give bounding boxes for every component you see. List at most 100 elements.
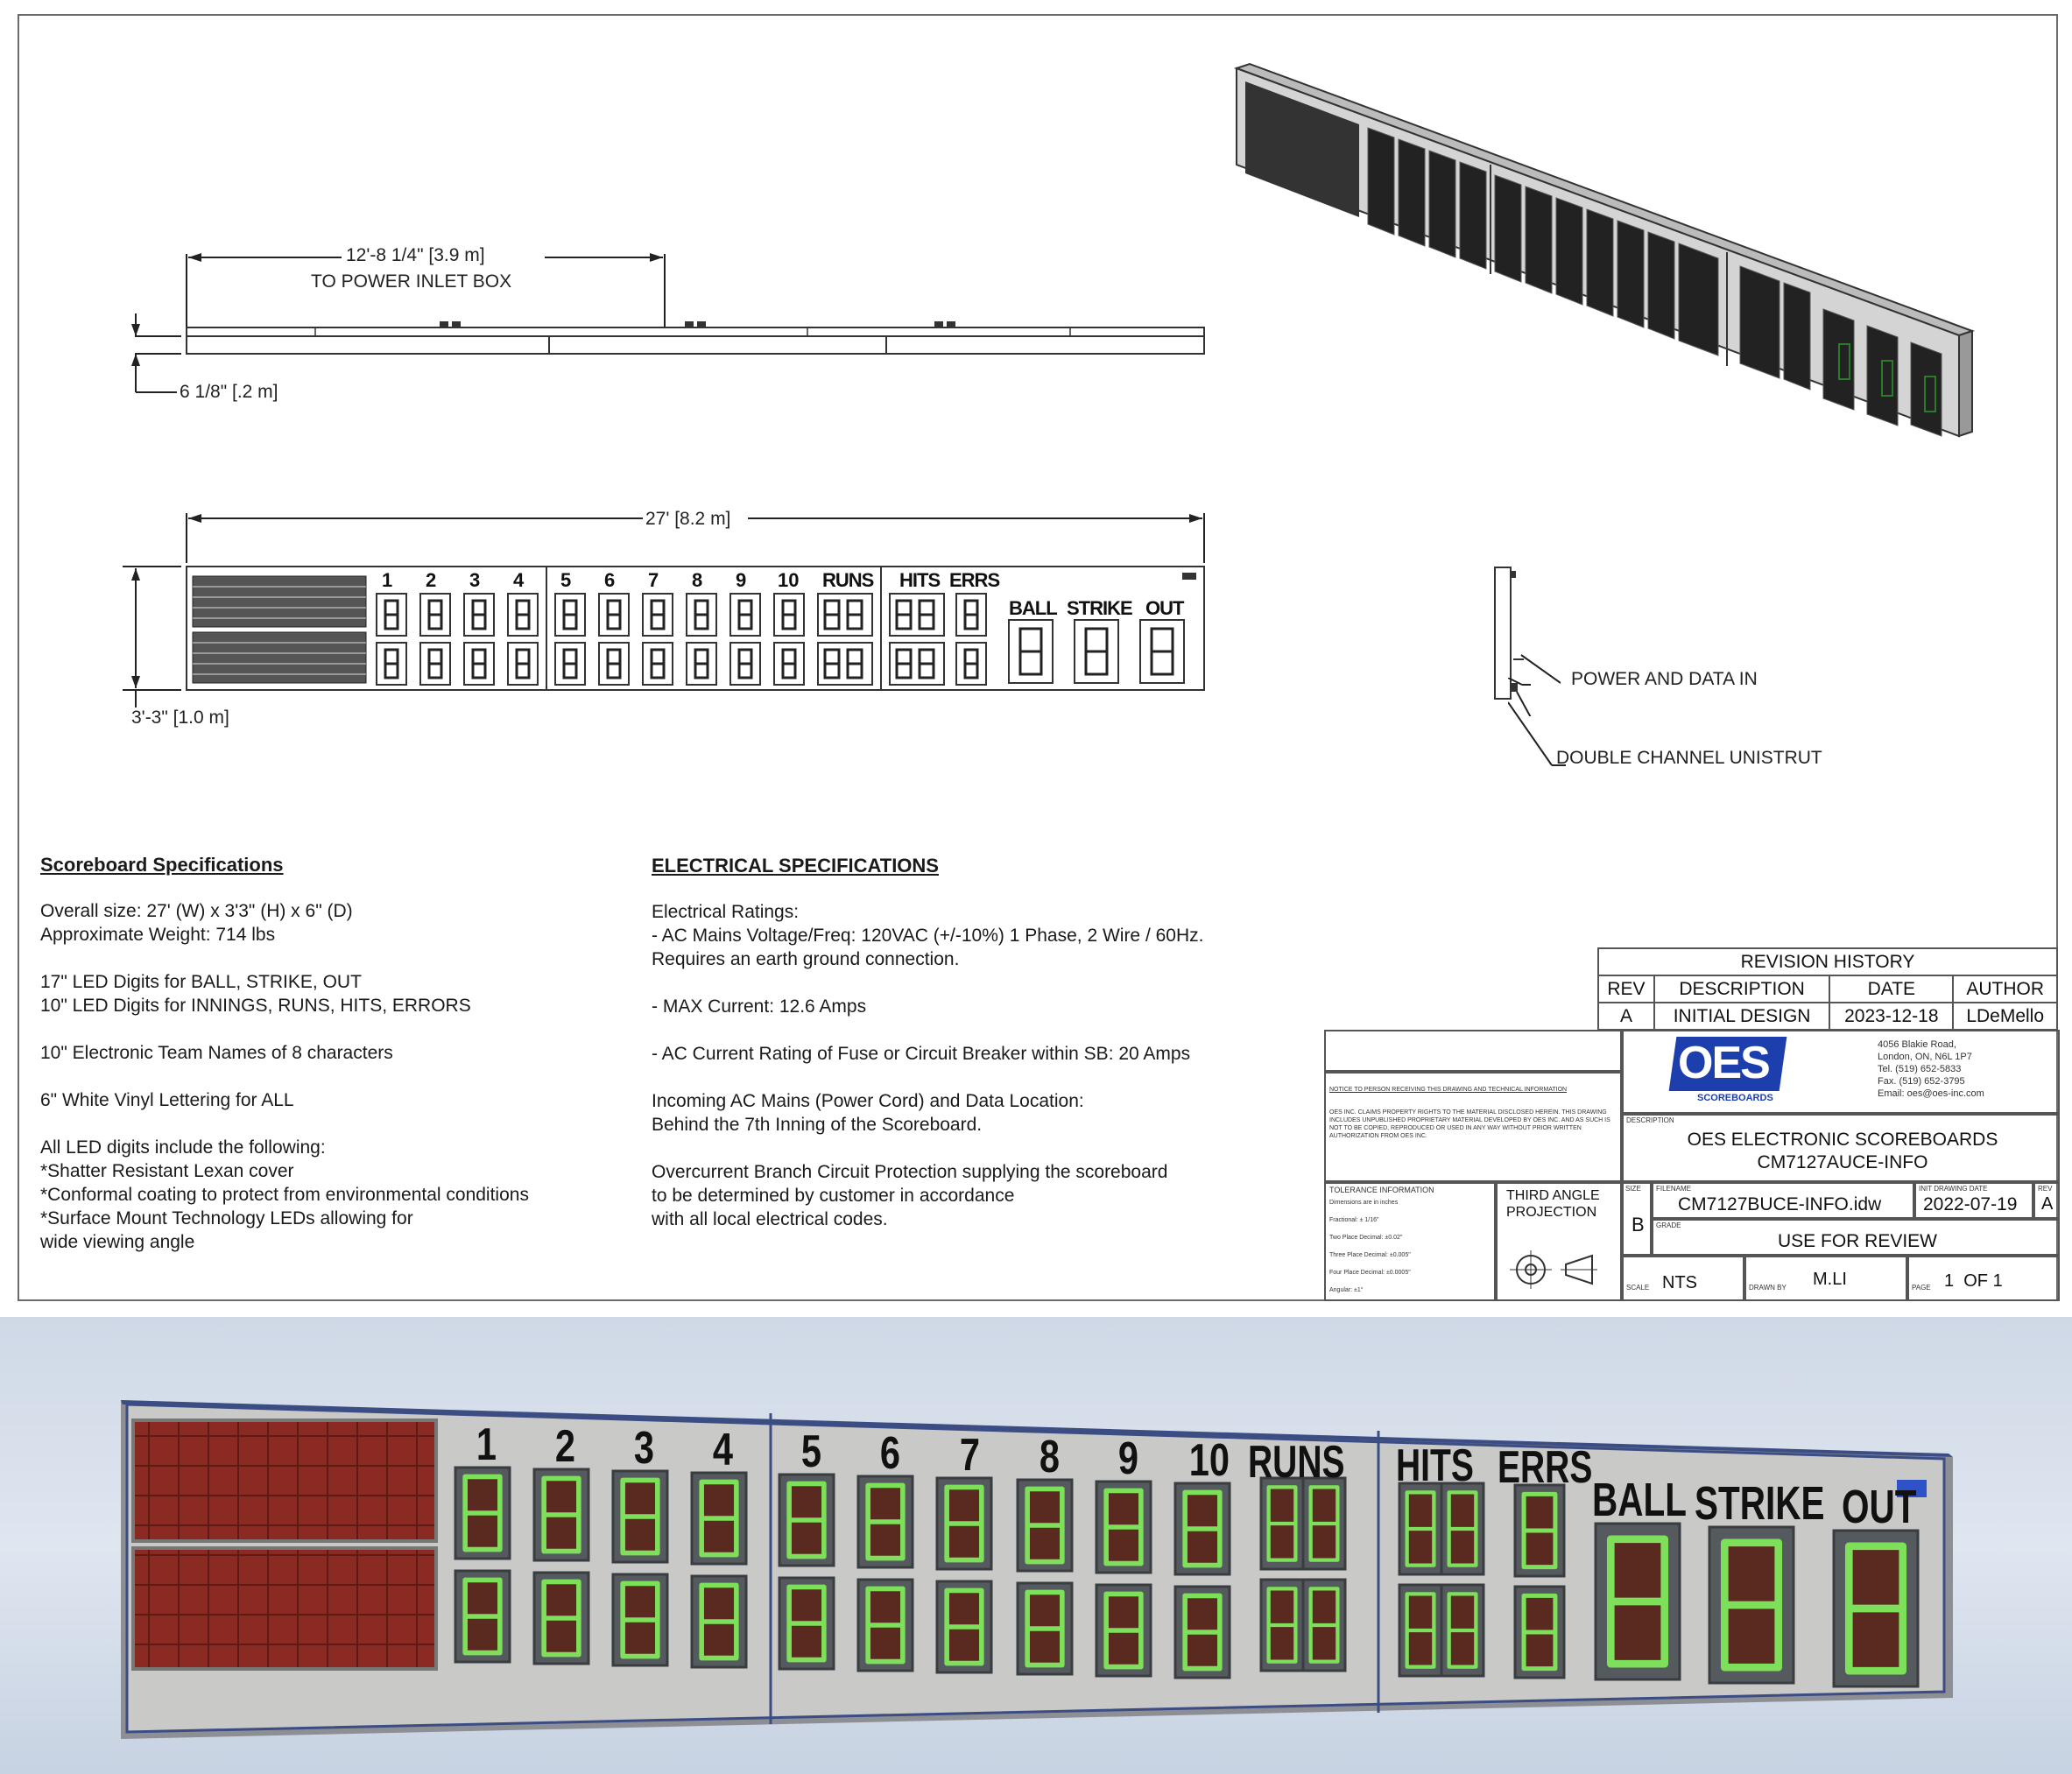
strike-label: STRIKE	[1067, 597, 1133, 619]
spec-line: Overall size: 27' (W) x 3'3" (H) x 6" (D…	[40, 901, 353, 921]
led-digit	[1708, 1525, 1795, 1685]
led-digit	[1173, 1482, 1231, 1576]
scoreboard-spec-title: Scoreboard Specifications	[40, 854, 284, 876]
render-inning-label: 1	[476, 1419, 497, 1470]
page-cell: PAGE 1 OF 1	[1907, 1256, 2060, 1301]
inning-label: 3	[469, 569, 481, 591]
scale-cell: SCALE NTS	[1622, 1256, 1744, 1301]
filename-value: CM7127BUCE-INFO.idw	[1678, 1194, 1882, 1214]
height-dimension: 3'-3" [1.0 m]	[131, 707, 229, 728]
filename-label: FILENAME	[1656, 1185, 1692, 1193]
side-profile	[1494, 567, 1561, 716]
led-digit	[454, 1569, 511, 1664]
led-digit	[1095, 1583, 1152, 1678]
render-inning-label: 5	[800, 1426, 822, 1477]
rev-cell: REV A	[2033, 1182, 2060, 1219]
led-digit	[778, 1473, 835, 1567]
render-inning-label: 6	[879, 1428, 901, 1479]
spec-line: 10" Electronic Team Names of 8 character…	[40, 1043, 393, 1063]
led-digit	[611, 1573, 669, 1667]
scoreboard-specifications: Scoreboard Specifications Overall size: …	[40, 853, 529, 1254]
tolerance-line: Three Place Decimal: ±0.005"	[1329, 1252, 1411, 1258]
tolerance-line: Four Place Decimal: ±0.0005"	[1329, 1270, 1411, 1276]
rev-cell: LDeMello	[1952, 1002, 2058, 1031]
spec-line: 6" White Vinyl Lettering for ALL	[40, 1090, 294, 1110]
led-digit	[1259, 1578, 1305, 1672]
spec-line: - AC Current Rating of Fuse or Circuit B…	[652, 1044, 1191, 1064]
elevation-drawing	[123, 253, 1205, 707]
depth-dimension: 6 1/8" [.2 m]	[180, 382, 278, 402]
address-line: 4056 Blakie Road,	[1878, 1039, 1956, 1050]
power-inlet-caption: TO POWER INLET BOX	[311, 271, 512, 292]
spec-line: Overcurrent Branch Circuit Protection su…	[652, 1162, 1168, 1182]
rev-cell: A	[1597, 1002, 1655, 1031]
led-digit	[1832, 1529, 1920, 1688]
led-digit	[690, 1471, 748, 1566]
size-value: B	[1632, 1214, 1645, 1235]
led-digit	[1016, 1581, 1074, 1676]
runs-label: RUNS	[822, 569, 874, 591]
led-digit	[532, 1468, 590, 1562]
filename-cell: FILENAME CM7127BUCE-INFO.idw	[1652, 1182, 1914, 1219]
spec-line: *Conformal coating to protect from envir…	[40, 1185, 529, 1205]
spec-line: 10" LED Digits for INNINGS, RUNS, HITS, …	[40, 996, 471, 1016]
power-inlet-dimension: 12'-8 1/4" [3.9 m]	[346, 245, 485, 265]
inning-label: 5	[560, 569, 572, 591]
scale-value: NTS	[1662, 1273, 1697, 1292]
led-digit	[1398, 1583, 1443, 1678]
render-inning-label: 9	[1117, 1433, 1139, 1484]
notice-text: OES INC. CLAIMS PROPERTY RIGHTS TO THE M…	[1329, 1109, 1610, 1139]
render-hits-label: HITS	[1396, 1440, 1474, 1491]
render-strike-label: STRIKE	[1695, 1477, 1825, 1530]
address-line: London, ON, N6L 1P7	[1878, 1052, 1972, 1062]
render-inning-label: 4	[712, 1425, 734, 1475]
render-inning-label: 10	[1188, 1435, 1230, 1486]
led-digit	[935, 1476, 993, 1571]
spec-line: Requires an earth ground connection.	[652, 949, 960, 969]
logo-subtext: SCOREBOARDS	[1697, 1093, 1773, 1103]
projection-cell: THIRD ANGLE PROJECTION	[1496, 1182, 1622, 1301]
led-digit	[856, 1578, 914, 1672]
address-line: Tel. (519) 652-5833	[1878, 1064, 1962, 1074]
render-inning-label: 3	[633, 1423, 655, 1474]
revision-title: REVISION HISTORY	[1597, 947, 2058, 976]
led-digit	[778, 1576, 835, 1671]
size-cell: SIZE B	[1622, 1182, 1652, 1256]
led-digits	[454, 1466, 1920, 1688]
rev-value: A	[2041, 1194, 2054, 1214]
led-digit	[1440, 1482, 1485, 1576]
spec-line: to be determined by customer in accordan…	[652, 1186, 1015, 1206]
logo-text: OES	[1678, 1038, 1771, 1088]
led-digit	[935, 1580, 993, 1674]
inning-label: 4	[513, 569, 525, 591]
width-dimension: 27' [8.2 m]	[645, 509, 731, 529]
title-block-blank	[1324, 1030, 1622, 1072]
rev-label: REV	[2038, 1185, 2053, 1193]
rev-header: AUTHOR	[1952, 975, 2058, 1003]
tolerance-line: Fractional: ± 1/16"	[1329, 1217, 1379, 1223]
led-digit	[1259, 1476, 1305, 1571]
led-digit	[1301, 1476, 1347, 1571]
rev-cell: INITIAL DESIGN	[1653, 1002, 1831, 1031]
rev-header: DESCRIPTION	[1653, 975, 1831, 1003]
logo-cell: OES SCOREBOARDS 4056 Blakie Road, London…	[1622, 1030, 2060, 1114]
led-digit	[1398, 1482, 1443, 1576]
size-label: SIZE	[1625, 1185, 1641, 1193]
spec-line: Incoming AC Mains (Power Cord) and Data …	[652, 1091, 1084, 1111]
spec-line: All LED digits include the following:	[40, 1137, 326, 1158]
led-digit	[1440, 1583, 1485, 1678]
spec-line: 17" LED Digits for BALL, STRIKE, OUT	[40, 972, 362, 992]
inning-label: 6	[604, 569, 616, 591]
description-line-2: CM7127AUCE-INFO	[1757, 1152, 1928, 1172]
spec-line: - AC Mains Voltage/Freq: 120VAC (+/-10%)…	[652, 926, 1204, 946]
init-date-label: INIT DRAWING DATE	[1919, 1185, 1988, 1193]
spec-line: Electrical Ratings:	[652, 902, 800, 922]
spec-line: *Surface Mount Technology LEDs allowing …	[40, 1208, 413, 1228]
description-cell: DESCRIPTION OES ELECTRONIC SCOREBOARDS C…	[1622, 1114, 2060, 1182]
use-for-review: USE FOR REVIEW	[1777, 1231, 1938, 1251]
render-ball-label: BALL	[1592, 1474, 1687, 1526]
led-digit	[1016, 1478, 1074, 1573]
tolerance-line: Dimensions are in inches	[1329, 1200, 1399, 1206]
render-inning-label: 8	[1039, 1432, 1061, 1482]
out-label: OUT	[1145, 597, 1184, 619]
